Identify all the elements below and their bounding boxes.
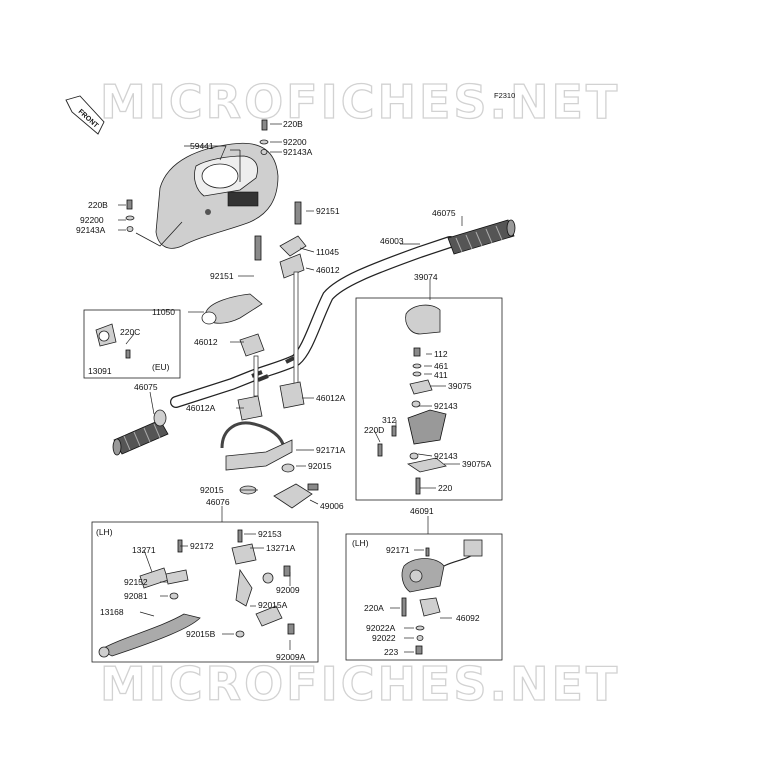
label-13168: 13168 [100,607,124,617]
label-39075A: 39075A [462,459,492,469]
label-92143-a: 92143 [434,401,458,411]
label-46075-right: 46075 [432,208,456,218]
throttle-box [355,297,503,501]
label-46076: 46076 [206,497,230,507]
switch-assembly [401,539,483,655]
label-13271A: 13271A [266,543,296,553]
label-46012A-left: 46012A [186,403,216,413]
label-39075: 39075 [448,381,472,391]
label-92172: 92172 [190,541,214,551]
clamp-lower-right [279,381,305,409]
clamp-lower-left [237,395,263,421]
lever-box [91,521,319,663]
part-labels: 220B 92200 92143A 59441 220B 92200 92143… [76,119,492,662]
label-92022: 92022 [372,633,396,643]
label-13271: 13271 [132,545,156,555]
meter-cover [155,142,279,249]
label-220C: 220C [120,327,140,337]
left-grip [112,409,169,456]
label-46012-b: 46012 [194,337,218,347]
watermark-bottom: MICROFICHES.NET [100,657,620,711]
watermark-top: MICROFICHES.NET [100,75,620,129]
clamp-upper-right [279,201,307,393]
screw-220B-top [259,119,269,155]
label-411: 411 [434,370,448,380]
label-312: 312 [382,415,396,425]
label-92153: 92153 [258,529,282,539]
label-46092: 46092 [456,613,480,623]
label-13091: 13091 [88,366,112,376]
label-92015A: 92015A [258,600,288,610]
leader-lines [118,123,463,653]
figure-code: F2310 [494,91,515,100]
label-11050: 11050 [152,307,175,317]
label-92081: 92081 [124,591,148,601]
label-92151-a: 92151 [316,206,340,216]
screw-220B-left [125,199,135,232]
label-92015-a: 92015 [308,461,332,471]
front-arrow-icon: FRONT [65,95,105,135]
label-49006: 49006 [320,501,344,511]
label-220B-left: 220B [88,200,108,210]
label-92171: 92171 [386,545,410,555]
label-92015B: 92015B [186,629,216,639]
label-92200: 92200 [283,137,307,147]
label-92143A: 92143A [283,147,313,157]
label-46012-a: 46012 [316,265,340,275]
label-lh-switch: (LH) [352,538,369,548]
label-92015-b: 92015 [200,485,224,495]
label-92171A: 92171A [316,445,346,455]
label-92151-b: 92151 [210,271,234,281]
label-220B: 220B [283,119,303,129]
label-461: 461 [434,361,448,371]
label-46003: 46003 [380,236,404,246]
clamp-upper-left [201,235,265,397]
label-220: 220 [438,483,452,493]
label-92152: 92152 [124,577,148,587]
right-grip [447,219,516,255]
label-lh-lever: (LH) [96,527,113,537]
label-46012A-right: 46012A [316,393,346,403]
label-11045: 11045 [316,247,339,257]
label-46075-left: 46075 [134,382,158,392]
u-bolt-bracket [220,421,295,495]
label-223: 223 [384,647,398,657]
switch-49006 [273,483,319,509]
eu-clamp [95,323,131,359]
lever-assembly [98,529,295,658]
eu-inset-box [83,309,181,379]
label-92022A: 92022A [366,623,396,633]
label-39074: 39074 [414,272,438,282]
label-112: 112 [434,349,448,359]
throttle-housing [377,304,447,495]
label-92009A: 92009A [276,652,306,662]
label-59441: 59441 [190,141,214,151]
label-92009: 92009 [276,585,300,595]
label-92200-left: 92200 [80,215,104,225]
label-92143A-left: 92143A [76,225,106,235]
label-220A: 220A [364,603,384,613]
label-46091: 46091 [410,506,434,516]
label-92143-b: 92143 [434,451,458,461]
label-eu: (EU) [152,362,170,372]
switch-box [345,533,503,661]
label-220D: 220D [364,425,384,435]
